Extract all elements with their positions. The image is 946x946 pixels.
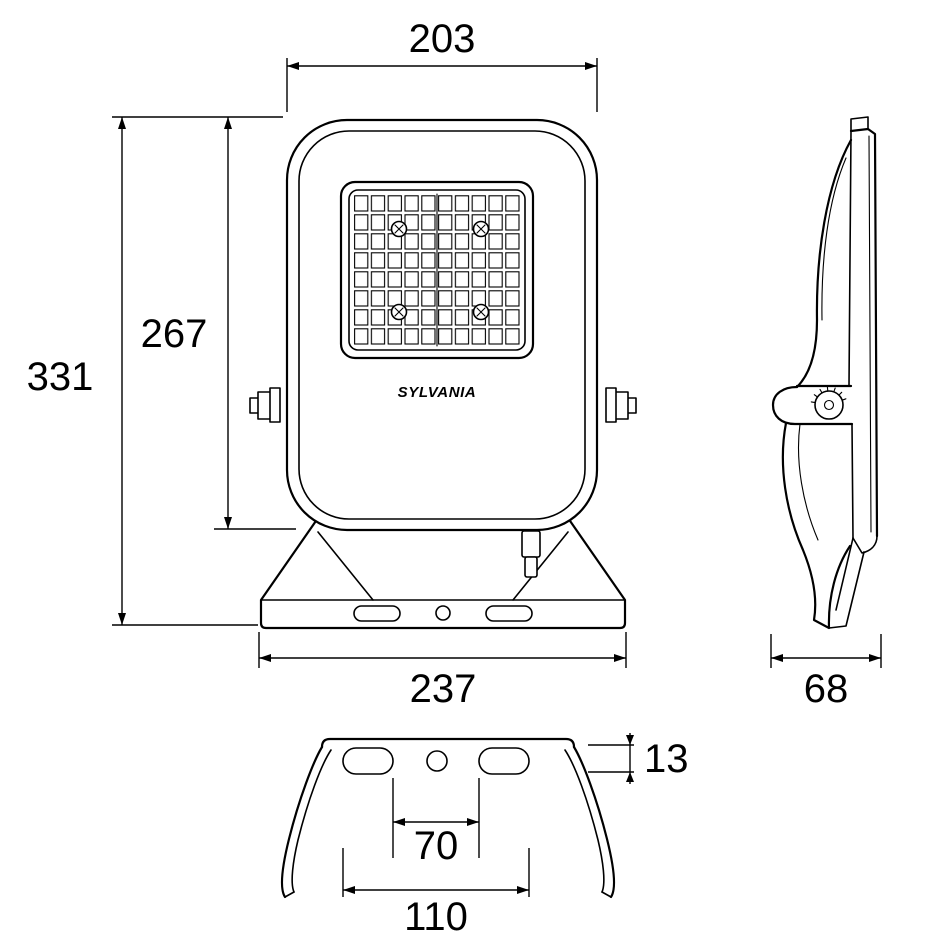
cable-gland xyxy=(521,530,541,578)
front-view: SYLVANIA xyxy=(249,118,637,630)
dim-label-holes-inner: 70 xyxy=(414,824,459,868)
hinge-bolt-left xyxy=(249,387,281,423)
dim-holes-outer: 110 xyxy=(342,848,530,939)
housing-inner-line xyxy=(298,130,586,520)
dim-label-body-height: 267 xyxy=(141,312,208,356)
dim-front-width: 203 xyxy=(286,17,598,112)
dim-label-plate: 13 xyxy=(644,737,689,781)
adjustment-knob xyxy=(810,386,847,420)
dim-overall-height: 331 xyxy=(27,116,283,626)
dim-holes-inner: 70 xyxy=(392,778,480,868)
bracket-leg-side xyxy=(781,421,865,630)
bracket-slots-bottom xyxy=(342,747,530,775)
bracket-slots-front xyxy=(353,605,533,622)
bracket-arm-side xyxy=(771,384,854,426)
bottom-view xyxy=(280,737,616,899)
panel-screw xyxy=(390,303,408,321)
brand-label: SYLVANIA xyxy=(398,384,477,401)
panel-screw xyxy=(472,303,490,321)
hinge-bolt-right xyxy=(605,387,637,423)
dim-label-front-width: 203 xyxy=(409,17,476,61)
panel-screw xyxy=(472,220,490,238)
panel-screw xyxy=(390,220,408,238)
dim-label-holes-outer: 110 xyxy=(404,895,468,939)
dim-label-overall-height: 331 xyxy=(27,355,94,399)
dim-base-width: 237 xyxy=(258,632,627,711)
side-view xyxy=(771,116,879,630)
dim-label-depth: 68 xyxy=(804,667,849,711)
dim-body-height: 267 xyxy=(141,117,296,530)
led-panel xyxy=(339,180,535,360)
mounting-bracket-front xyxy=(259,516,627,630)
dim-label-base-width: 237 xyxy=(410,667,477,711)
dim-depth: 68 xyxy=(770,634,882,711)
dim-plate-thickness: 13 xyxy=(588,733,689,784)
